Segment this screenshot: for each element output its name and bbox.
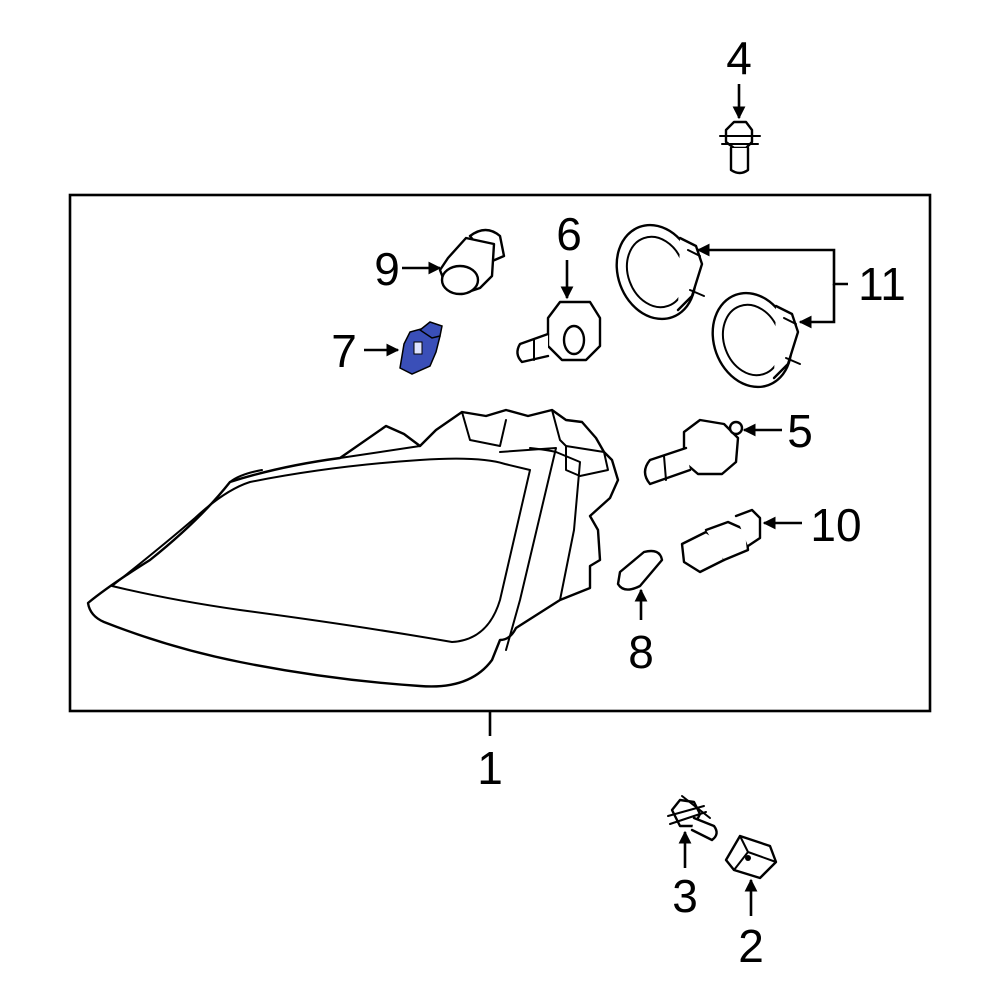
callout-4: 4 [726, 32, 752, 84]
assembly-frame [68, 193, 932, 713]
callout-7: 7 [331, 325, 357, 377]
bulb-part-7-highlighted[interactable] [399, 321, 443, 375]
callout-5: 5 [787, 405, 813, 457]
bulb-part-8[interactable] [616, 549, 664, 591]
callout-9: 9 [374, 243, 400, 295]
callout-2: 2 [738, 920, 764, 972]
nut-part-2[interactable] [724, 834, 778, 880]
retaining-ring-part-11-upper[interactable] [604, 214, 708, 330]
bulb-part-5[interactable] [643, 418, 744, 486]
callout-11: 11 [858, 258, 906, 310]
retaining-ring-part-11-lower[interactable] [700, 282, 804, 398]
bolt-part-4[interactable] [719, 120, 761, 175]
leader-lines [364, 84, 848, 916]
callout-1: 1 [477, 742, 503, 794]
callout-3: 3 [672, 870, 698, 922]
headlamp-bulb-part-6[interactable] [516, 300, 602, 364]
socket-part-10[interactable] [680, 508, 762, 574]
callout-labels: 1 2 3 4 5 6 7 8 9 10 11 [331, 32, 906, 972]
bolt-part-3[interactable] [667, 795, 718, 842]
headlamp-assembly[interactable] [86, 408, 620, 688]
bulb-socket-part-9[interactable] [438, 228, 506, 296]
callout-8: 8 [628, 626, 654, 678]
callout-6: 6 [556, 208, 582, 260]
callout-10: 10 [810, 499, 861, 551]
